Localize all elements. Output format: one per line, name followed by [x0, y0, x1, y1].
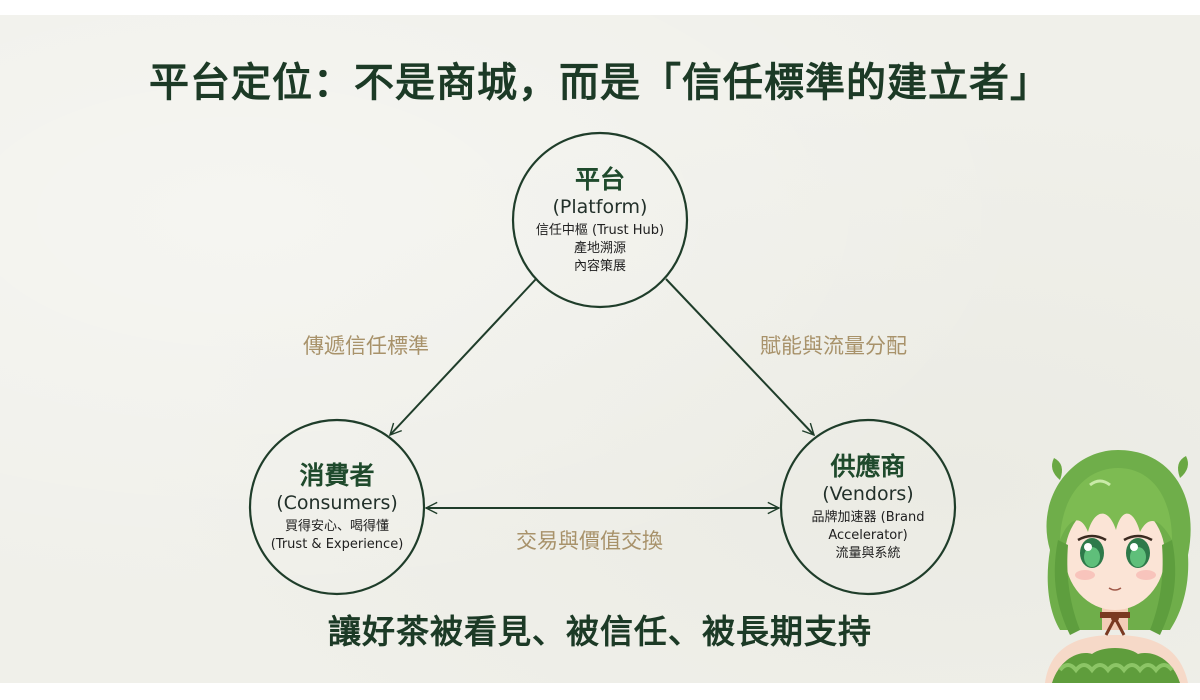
edge-label-platform-vendors: 賦能與流量分配	[760, 334, 907, 358]
arrow-platform-to-consumers	[390, 278, 537, 435]
node-platform-desc-2: 產地溯源	[573, 240, 626, 256]
node-vendors-desc-1: 品牌加速器 (Brand	[811, 509, 925, 525]
node-platform-title: 平台	[574, 164, 625, 194]
arrow-platform-to-vendors	[665, 278, 814, 435]
edge-label-platform-consumers: 傳遞信任標準	[303, 334, 429, 358]
vendors-circle	[779, 418, 957, 596]
slide-footer-slogan: 讓好茶被看見、被信任、被長期支持	[328, 612, 872, 651]
node-vendors: 供應商 (Vendors) 品牌加速器 (Brand Accelerator) …	[781, 420, 955, 594]
node-platform-subtitle: (Platform)	[552, 195, 648, 218]
node-consumers-title: 消費者	[299, 460, 375, 490]
node-platform: 平台 (Platform) 信任中樞 (Trust Hub) 產地溯源 內容策展	[513, 133, 687, 307]
node-vendors-desc-2: Accelerator)	[828, 527, 908, 543]
node-platform-desc-3: 內容策展	[573, 258, 626, 274]
node-platform-desc-1: 信任中樞 (Trust Hub)	[535, 222, 665, 238]
node-consumers-desc-2: (Trust & Experience)	[270, 536, 404, 552]
node-vendors-title: 供應商	[830, 451, 906, 481]
platform-circle	[511, 131, 689, 309]
slide-title: 平台定位：不是商城，而是「信任標準的建立者」	[149, 60, 1051, 106]
node-vendors-desc-3: 流量與系統	[835, 545, 901, 561]
consumers-circle	[248, 418, 426, 596]
node-vendors-subtitle: (Vendors)	[822, 482, 914, 505]
edge-label-consumers-vendors: 交易與價值交換	[516, 529, 663, 553]
node-consumers: 消費者 (Consumers) 買得安心、喝得懂 (Trust & Experi…	[250, 420, 424, 594]
anime-girl-mascot-icon	[1030, 440, 1200, 683]
slide: 平台定位：不是商城，而是「信任標準的建立者」 平台 (Platform) 信任中…	[0, 15, 1200, 683]
node-consumers-subtitle: (Consumers)	[276, 491, 398, 514]
node-consumers-desc-1: 買得安心、喝得懂	[284, 518, 389, 534]
